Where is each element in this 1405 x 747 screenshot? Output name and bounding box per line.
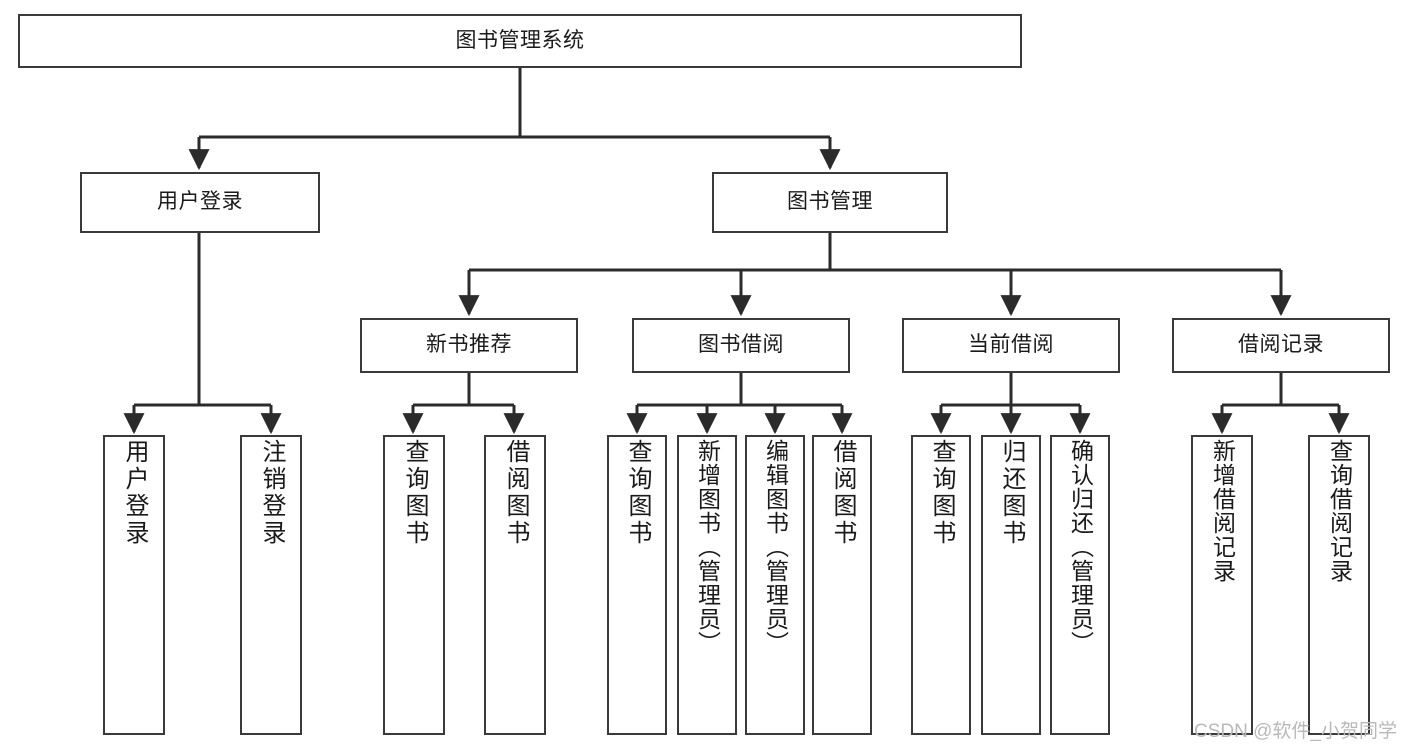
node-book-manage[interactable]: 图书管理 <box>712 172 948 233</box>
node-book-manage-label: 图书管理 <box>787 190 873 214</box>
node-leaf-query-book-borrow-label: 查询图书 <box>624 439 651 547</box>
node-leaf-borrow-book[interactable]: 借阅图书 <box>812 435 872 735</box>
node-root-system-label: 图书管理系统 <box>455 28 585 52</box>
node-leaf-borrow-book-label: 借阅图书 <box>829 439 856 547</box>
node-leaf-add-book-admin-label: 新增图书（管理员） <box>694 439 721 655</box>
node-user-login[interactable]: 用户登录 <box>80 172 320 233</box>
node-leaf-return-book-label: 归还图书 <box>998 439 1025 547</box>
node-book-borrow[interactable]: 图书借阅 <box>632 318 850 373</box>
node-leaf-logout[interactable]: 注销登录 <box>240 435 302 735</box>
node-leaf-add-borrow-record-label: 新增借阅记录 <box>1209 439 1236 583</box>
node-leaf-add-borrow-record[interactable]: 新增借阅记录 <box>1191 435 1253 735</box>
node-leaf-borrow-book-recommend-label: 借阅图书 <box>502 439 529 547</box>
node-leaf-edit-book-admin[interactable]: 编辑图书（管理员） <box>745 435 805 735</box>
node-leaf-query-borrow-record-label: 查询借阅记录 <box>1326 439 1353 583</box>
node-leaf-query-book-borrow[interactable]: 查询图书 <box>607 435 667 735</box>
node-leaf-add-book-admin[interactable]: 新增图书（管理员） <box>677 435 737 735</box>
node-leaf-query-book-recommend-label: 查询图书 <box>401 439 428 547</box>
node-book-borrow-label: 图书借阅 <box>698 333 784 357</box>
watermark-text: CSDN @软件_小贺同学 <box>1194 721 1397 742</box>
node-leaf-query-book-recommend[interactable]: 查询图书 <box>383 435 445 735</box>
node-leaf-user-login-label: 用户登录 <box>121 439 148 547</box>
node-new-book-recommend-label: 新书推荐 <box>426 333 512 357</box>
node-leaf-confirm-return-admin[interactable]: 确认归还（管理员） <box>1050 435 1110 735</box>
node-root-system[interactable]: 图书管理系统 <box>18 14 1022 68</box>
node-user-login-label: 用户登录 <box>157 190 243 214</box>
node-leaf-query-book-current-label: 查询图书 <box>928 439 955 547</box>
node-leaf-confirm-return-admin-label: 确认归还（管理员） <box>1067 439 1094 655</box>
node-leaf-query-borrow-record[interactable]: 查询借阅记录 <box>1308 435 1370 735</box>
node-new-book-recommend[interactable]: 新书推荐 <box>360 318 578 373</box>
node-borrow-record-label: 借阅记录 <box>1238 333 1324 357</box>
node-current-borrow-label: 当前借阅 <box>968 333 1054 357</box>
node-leaf-logout-label: 注销登录 <box>258 439 285 547</box>
node-leaf-edit-book-admin-label: 编辑图书（管理员） <box>762 439 789 655</box>
node-leaf-user-login[interactable]: 用户登录 <box>103 435 165 735</box>
node-leaf-return-book[interactable]: 归还图书 <box>981 435 1041 735</box>
node-leaf-borrow-book-recommend[interactable]: 借阅图书 <box>484 435 546 735</box>
node-current-borrow[interactable]: 当前借阅 <box>902 318 1120 373</box>
node-leaf-query-book-current[interactable]: 查询图书 <box>911 435 971 735</box>
node-borrow-record[interactable]: 借阅记录 <box>1172 318 1390 373</box>
